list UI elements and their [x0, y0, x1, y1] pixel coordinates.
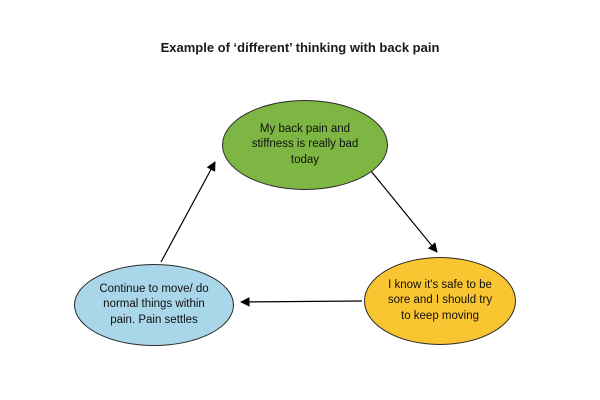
arrow-painbad-to-safetomove: [370, 170, 438, 253]
arrow-painsettles-to-painbad: [160, 161, 216, 263]
node-pain-bad: My back pain and stiffness is really bad…: [222, 100, 388, 190]
diagram-title: Example of ‘different’ thinking with bac…: [160, 40, 440, 55]
node-pain-settles-label: Continue to move/ do normal things withi…: [99, 282, 209, 326]
node-pain-settles: Continue to move/ do normal things withi…: [74, 264, 234, 346]
node-safe-to-move-label: I know it's safe to be sore and I should…: [387, 278, 493, 322]
node-pain-bad-label: My back pain and stiffness is really bad…: [251, 122, 359, 166]
arrow-safetomove-to-painsettles: [240, 297, 363, 307]
node-safe-to-move: I know it's safe to be sore and I should…: [364, 257, 516, 345]
